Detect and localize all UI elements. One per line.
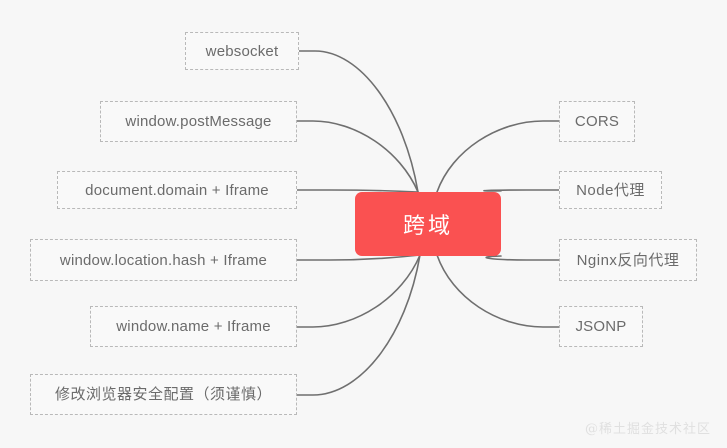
branch-node-label: Nginx反向代理 (576, 251, 680, 269)
center-node-label: 跨域 (402, 213, 453, 238)
edge-window-postmessage (296, 120, 419, 193)
branch-node-left-window-postmessage[interactable]: window.postMessage (100, 101, 297, 142)
branch-node-label: websocket (205, 42, 279, 60)
watermark: @稀土掘金技术社区 (584, 422, 711, 437)
center-node-kuayu[interactable]: 跨域 (355, 192, 501, 256)
branch-node-left-window-name-iframe[interactable]: window.name + Iframe (90, 306, 297, 347)
branch-node-left-修改浏览器安全配置-须谨慎[interactable]: 修改浏览器安全配置（须谨慎） (30, 374, 297, 415)
edge-websocket (298, 50, 419, 193)
branch-node-label: window.postMessage (125, 113, 272, 130)
branch-node-right-node代理[interactable]: Node代理 (559, 171, 662, 209)
branch-node-left-websocket[interactable]: websocket (185, 32, 299, 70)
branch-node-left-window-location-hash-iframe[interactable]: window.location.hash + Iframe (30, 239, 297, 281)
branch-node-label: JSONP (575, 318, 627, 335)
branch-node-label: document.domain + Iframe (85, 181, 269, 199)
branch-node-right-nginx反向代理[interactable]: Nginx反向代理 (559, 239, 697, 281)
branch-node-left-document-domain-iframe[interactable]: document.domain + Iframe (57, 171, 297, 209)
branch-node-right-jsonp[interactable]: JSONP (559, 306, 643, 347)
edge-window-name-iframe (296, 254, 421, 328)
branch-node-right-cors[interactable]: CORS (559, 101, 635, 142)
branch-node-label: 修改浏览器安全配置（须谨慎） (54, 386, 272, 403)
branch-node-label: CORS (574, 113, 620, 130)
edge-jsonp (436, 254, 560, 328)
edge-node代理 (483, 189, 560, 192)
branch-node-label: Node代理 (576, 181, 645, 199)
branch-node-label: window.location.hash + Iframe (59, 251, 268, 269)
edge-修改浏览器安全配置-须谨慎 (296, 254, 421, 396)
edge-nginx反向代理 (485, 255, 560, 261)
edge-cors (436, 120, 560, 193)
branch-node-label: window.name + Iframe (116, 318, 271, 335)
